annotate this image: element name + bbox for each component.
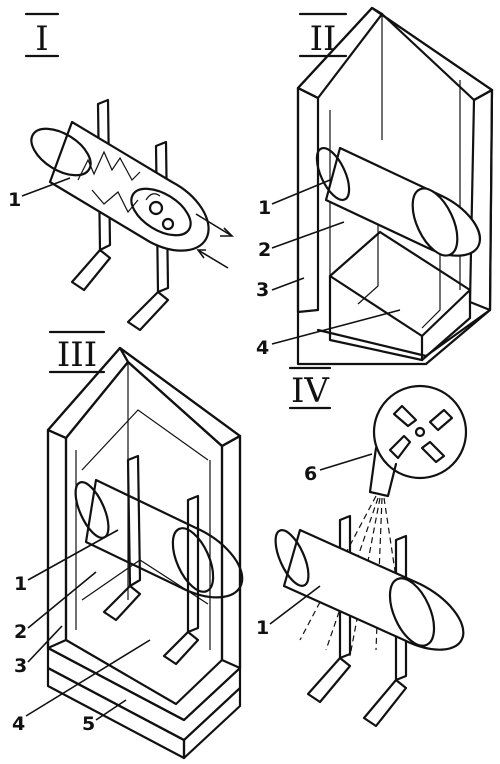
p4-leader-1 xyxy=(269,585,321,625)
p3-label-4: 4 xyxy=(12,713,25,735)
p2-label-2: 2 xyxy=(258,239,271,261)
dry-cylinder xyxy=(274,528,465,651)
panel-i: I 1 xyxy=(8,12,234,332)
panel-ii-title: II xyxy=(298,12,348,59)
p4-label-6: 6 xyxy=(304,463,317,485)
sand-box xyxy=(46,346,244,760)
p3-label-5: 5 xyxy=(82,713,95,735)
p3-leader-4 xyxy=(25,639,151,717)
p2-leader-4 xyxy=(271,309,401,345)
p2-label-1: 1 xyxy=(258,197,271,219)
p4-label-1: 1 xyxy=(256,617,269,639)
p1-label-1: 1 xyxy=(8,189,21,211)
p3-label-3: 3 xyxy=(14,655,27,677)
p3-label-2: 2 xyxy=(14,621,27,643)
panel-iv-title: IV xyxy=(288,366,332,411)
svg-text:II: II xyxy=(310,19,337,59)
p2-leader-3 xyxy=(271,277,305,291)
p3-leader-3 xyxy=(27,625,63,663)
p2-label-4: 4 xyxy=(256,337,269,359)
panel-i-title: I xyxy=(24,12,60,59)
blower-fan xyxy=(368,384,468,498)
p4-leader-6 xyxy=(319,453,373,471)
panel-ii: II 1 2 3 xyxy=(256,6,494,366)
p1-leader-1 xyxy=(21,177,71,197)
panel-iii-title: III xyxy=(48,330,106,375)
p3-leader-1 xyxy=(27,529,119,581)
svg-text:IV: IV xyxy=(291,371,330,411)
p3-leader-2 xyxy=(27,571,97,629)
p2-leader-2 xyxy=(271,221,345,249)
panel-iv: IV 6 1 xyxy=(256,366,468,728)
p3-label-1: 1 xyxy=(14,573,27,595)
airflow-arrows xyxy=(195,213,234,269)
p2-leader-1 xyxy=(271,179,331,205)
p2-label-3: 3 xyxy=(256,279,269,301)
wet-cylinder xyxy=(30,120,210,252)
p3-leader-5 xyxy=(95,699,127,721)
panel-iii: III xyxy=(12,330,244,760)
svg-text:III: III xyxy=(57,335,97,375)
drying-box xyxy=(296,6,494,366)
svg-text:I: I xyxy=(35,19,48,59)
